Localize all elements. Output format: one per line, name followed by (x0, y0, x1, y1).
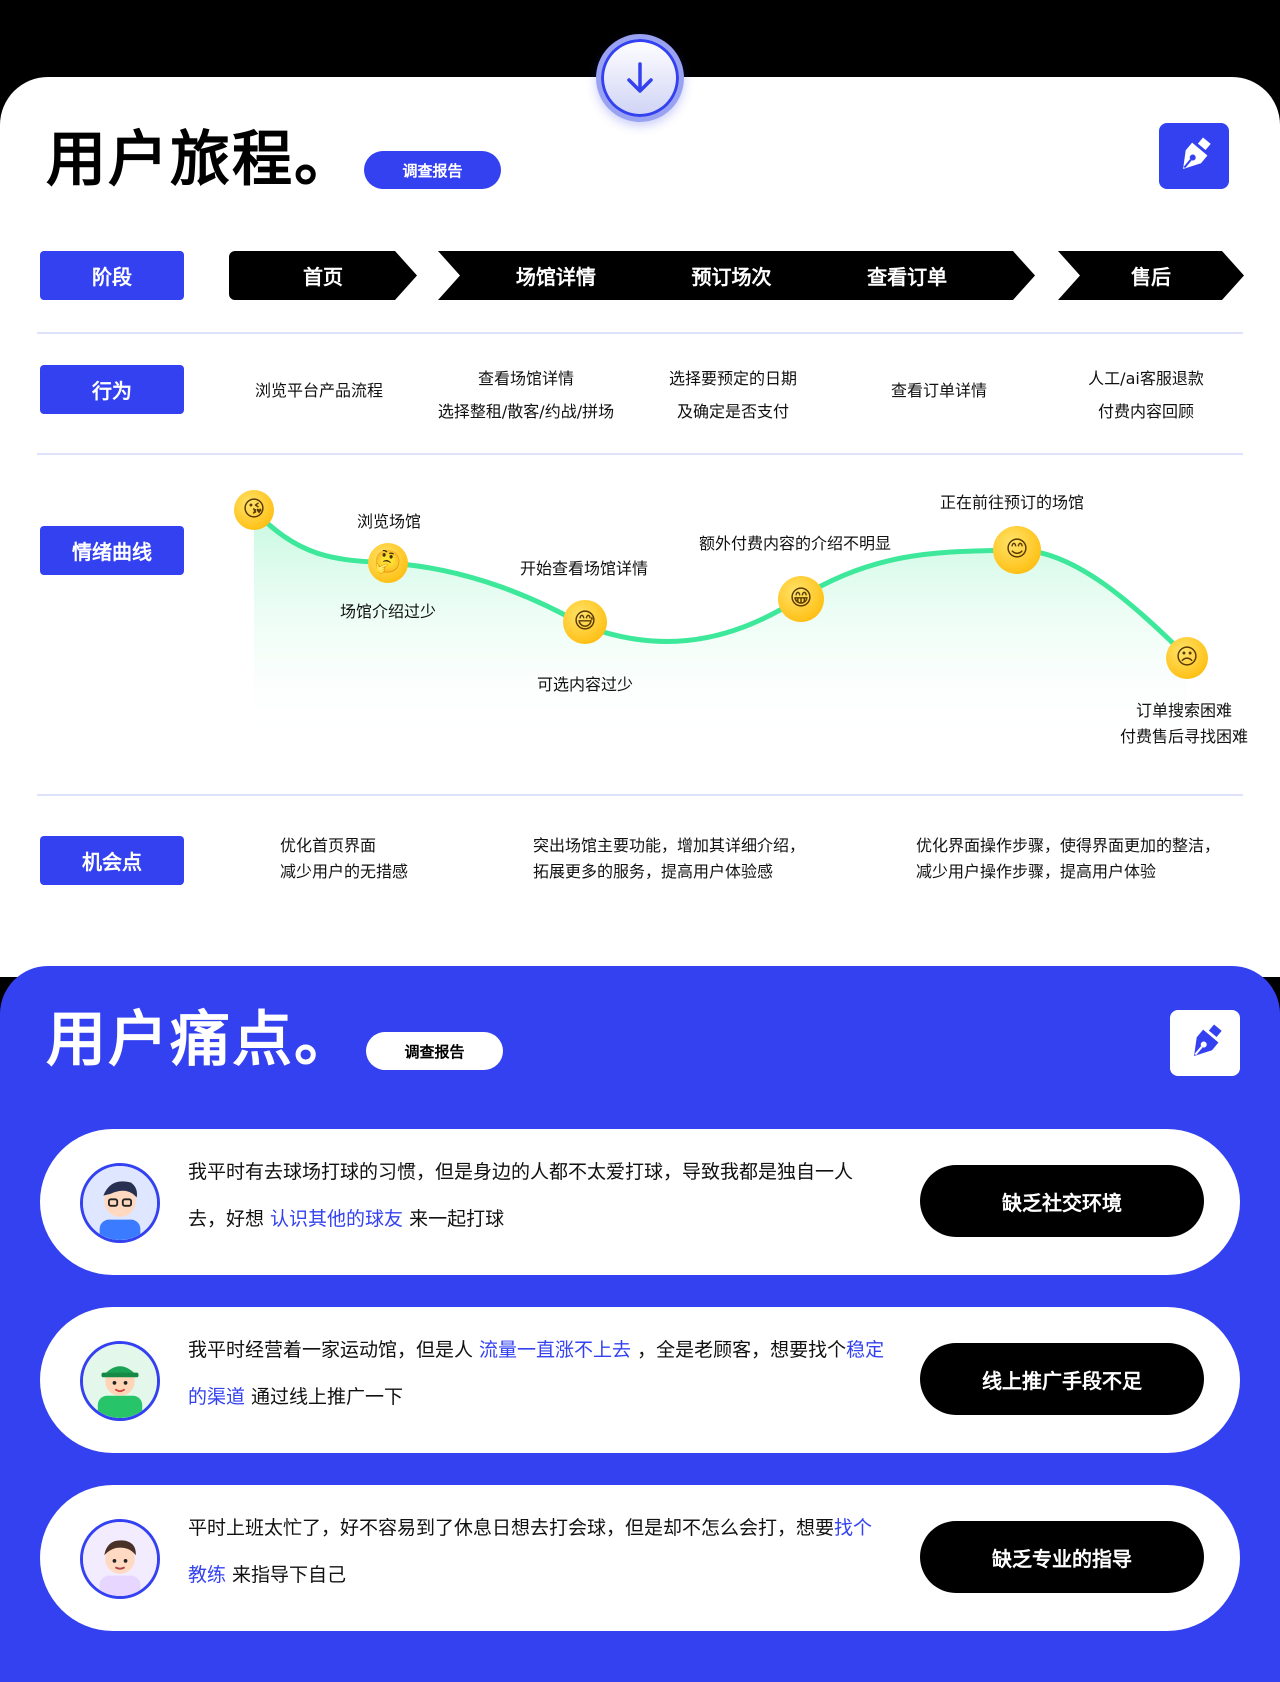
emotion-label: 场馆介绍过少 (340, 602, 437, 621)
fountain-pen-icon (1183, 137, 1211, 170)
pain-quote: 我平时经营着一家运动馆，但是人 流量一直涨不上去 ，全是老顾客，想要找个稳定的渠… (188, 1339, 885, 1408)
emoji-frown-icon: ☹ (1166, 637, 1208, 679)
emotion-label: 可选内容过少 (537, 675, 634, 694)
behavior-after-sales: 人工/ai客服退款 付费内容回顾 (1088, 369, 1204, 421)
behavior-venue-detail: 查看场馆详情 选择整租/散客/约战/拼场 (437, 369, 615, 421)
behavior-home: 浏览平台产品流程 (254, 381, 383, 400)
row-label-stage: 阶段 (40, 251, 184, 300)
row-label-behavior: 行为 (40, 365, 184, 414)
arrow-down-icon (627, 62, 653, 93)
pain-report-pill[interactable]: 调查报告 (366, 1032, 503, 1070)
pain-title: 用户痛点。 (46, 1005, 356, 1075)
emoji-thinking-icon: 🤔 (368, 543, 408, 583)
pain-highlight: 稳定的渠道 (188, 1339, 885, 1408)
avatar-boy-glasses-icon (83, 1166, 157, 1240)
divider (37, 794, 1243, 796)
row-label-opportunity: 机会点 (40, 836, 184, 885)
emoji-grin-icon: 😁 (778, 576, 824, 622)
pain-tag-social[interactable]: 缺乏社交环境 (920, 1165, 1204, 1237)
journey-section (0, 77, 1280, 977)
pain-quote: 我平时有去球场打球的习惯，但是身边的人都不太爱打球，导致我都是独自一人去，好想 … (188, 1161, 854, 1230)
stage-book-session: 预订场次 (691, 265, 772, 289)
pain-card: 平时上班太忙了，好不容易到了休息日想去打会球，但是却不怎么会打，想要找个教练 来… (40, 1485, 1240, 1631)
opportunity-venue: 突出场馆主要功能，增加其详细介绍， 拓展更多的服务，提高用户体验感 (533, 836, 806, 881)
emotion-label: 正在前往预订的场馆 (940, 493, 1085, 512)
divider (37, 332, 1243, 334)
emoji-sweat-smile-icon: 😅 (563, 600, 607, 644)
pain-highlight: 找个教练 (188, 1517, 873, 1586)
stage-after-sales: 售后 (1058, 251, 1244, 300)
emotion-label: 额外付费内容的介绍不明显 (699, 534, 892, 553)
divider (37, 453, 1243, 455)
emoji-kiss-icon: 😘 (234, 490, 274, 530)
pain-card: 我平时经营着一家运动馆，但是人 流量一直涨不上去 ，全是老顾客，想要找个稳定的渠… (40, 1307, 1240, 1453)
pain-quote: 平时上班太忙了，好不容易到了休息日想去打会球，但是却不怎么会打，想要找个教练 来… (188, 1517, 873, 1586)
fountain-pen-icon (1194, 1024, 1222, 1057)
pain-card: 我平时有去球场打球的习惯，但是身边的人都不太爱打球，导致我都是独自一人去，好想 … (40, 1129, 1240, 1275)
stage-group: 场馆详情 预订场次 查看订单 (438, 251, 1035, 300)
stage-view-order: 查看订单 (867, 265, 948, 289)
scroll-down-button[interactable] (596, 34, 684, 122)
journey-title: 用户旅程。 (46, 125, 356, 195)
emotion-curve-area (254, 510, 1187, 750)
stage-venue-detail: 场馆详情 (515, 265, 596, 289)
pain-tag-coaching[interactable]: 缺乏专业的指导 (920, 1521, 1204, 1593)
emotion-label: 付费售后寻找困难 (1120, 727, 1249, 746)
avatar-boy-cap-icon (83, 1344, 157, 1418)
pain-tag-promotion[interactable]: 线上推广手段不足 (920, 1343, 1204, 1415)
behavior-view-order: 查看订单详情 (890, 381, 987, 400)
journey-report-pill[interactable]: 调查报告 (364, 151, 501, 189)
opportunity-ui: 优化界面操作步骤，使得界面更加的整洁， 减少用户操作步骤，提高用户体验 (916, 836, 1221, 881)
behavior-book-session: 选择要预定的日期 及确定是否支付 (668, 369, 797, 421)
journey-pen-badge (1159, 123, 1229, 189)
emotion-label: 浏览场馆 (357, 512, 422, 531)
emotion-label: 开始查看场馆详情 (520, 559, 649, 578)
avatar (80, 1519, 160, 1599)
avatar (80, 1341, 160, 1421)
avatar (80, 1163, 160, 1243)
row-label-emotion: 情绪曲线 (40, 526, 184, 575)
pain-pen-badge (1170, 1010, 1240, 1076)
opportunity-home: 优化首页界面 减少用户的无措感 (280, 836, 409, 881)
stage-home: 首页 (229, 251, 417, 300)
avatar-office-worker-icon (83, 1522, 157, 1596)
pain-highlight: 认识其他的球友 (270, 1208, 404, 1230)
emotion-label: 订单搜索困难 (1136, 701, 1233, 720)
pain-highlight: 流量一直涨不上去 (479, 1339, 632, 1361)
emoji-smile-icon: 😊 (993, 526, 1041, 574)
